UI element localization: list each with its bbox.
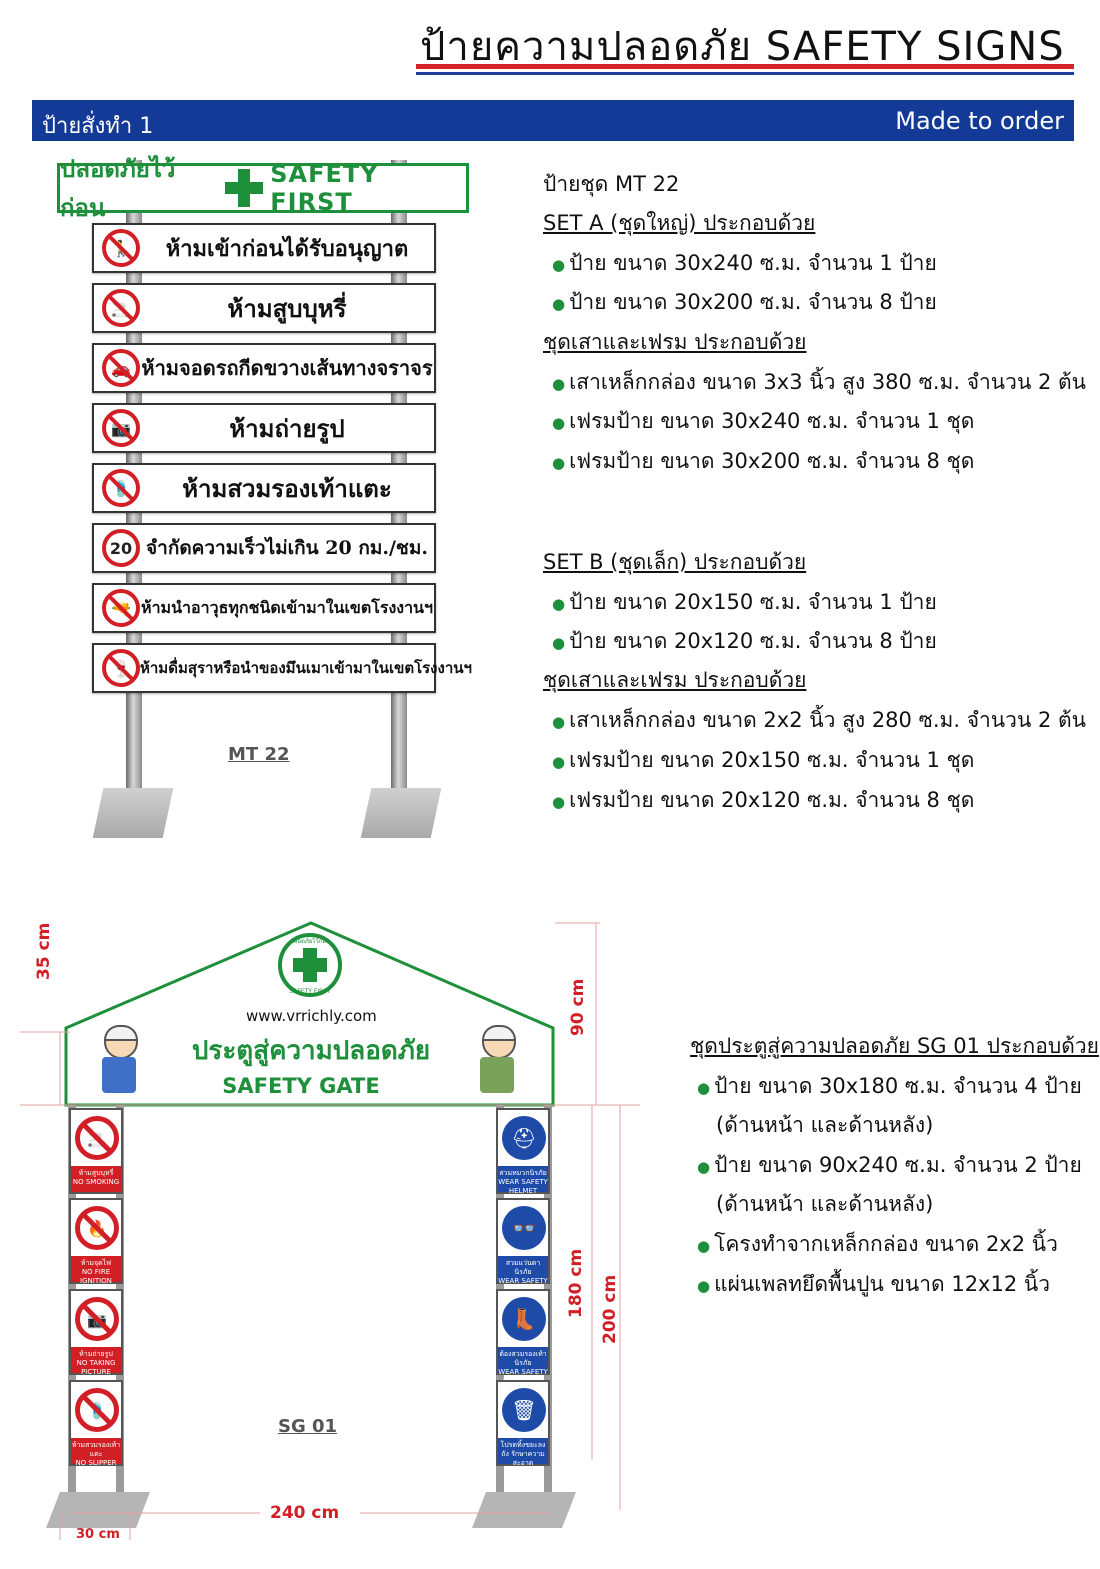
emblem-bottom-text: SAFETY FIRST [289,988,331,995]
dim-inner: 180 cm [566,1248,586,1318]
banner-left-label: ป้ายสั่งทำ 1 [42,114,154,139]
no-smoking-icon: 🚬 [75,1116,119,1160]
set-a-frame-item: ●เฟรมป้าย ขนาด 30x240 ซ.ม. จำนวน 1 ชุด [552,409,975,433]
mt22-sign-row: 📷 ห้ามถ่ายรูป [92,403,436,453]
no-alcohol-icon: 🍷 [102,649,140,687]
mt22-sign-row: 🚶 ห้ามเข้าก่อนได้รับอนุญาต [92,223,436,273]
mt22-sign-text: ห้ามสวมรองเท้าแตะ [182,473,392,503]
helmet-icon: ⛑ [502,1116,546,1160]
dim-side: 90 cm [568,978,588,1036]
safety-first-sign: ปลอดภัยไว้ก่อน SAFETY FIRST [57,154,469,222]
gate-sign-caption: ห้ามสูบบุหรี่NO SMOKING [71,1166,121,1192]
mt22-sign-text: ห้ามดื่มสุราหรือนำของมึนเมาเข้ามาในเขตโร… [140,659,472,677]
dim-total: 200 cm [600,1274,620,1344]
no-slipper-icon: 🩴 [75,1388,119,1432]
dim-width: 240 cm [270,1503,340,1523]
no-entry-person-icon: 🚶 [102,229,140,267]
set-b-frame-item: ●เฟรมป้าย ขนาด 20x150 ซ.ม. จำนวน 1 ชุด [552,748,975,772]
gate-column-sign: 📷 ห้ามถ่ายรูปNO TAKING PICTURE [69,1289,123,1376]
safety-first-english: SAFETY FIRST [270,160,379,216]
boot-icon: 👢 [502,1297,546,1341]
gate-title-thai: ประตูสู่ความปลอดภัย [191,1036,431,1066]
mt22-label: MT 22 [228,744,290,765]
section-banner: ป้ายสั่งทำ 1 Made to order [32,100,1074,141]
page-title: ป้ายความปลอดภัย SAFETY SIGNS [420,24,1065,70]
sg01-spec-heading: ชุดประตูสู่ความปลอดภัย SG 01 ประกอบด้วย [690,1034,1099,1058]
no-smoking-icon: 🚬 [102,289,140,327]
mt22-spec-title: ป้ายชุด MT 22 [543,172,680,196]
set-b-item: ●ป้าย ขนาด 20x150 ซ.ม. จำนวน 1 ป้าย [552,590,937,614]
dim-roof: 35 cm [34,922,54,980]
set-a-item: ●ป้าย ขนาด 30x240 ซ.ม. จำนวน 1 ป้าย [552,251,937,275]
mt22-sign-text: ห้ามถ่ายรูป [229,413,345,443]
no-camera-icon: 📷 [102,409,140,447]
sg01-spec-item-note: (ด้านหน้า และด้านหลัง) [716,1113,934,1137]
mt22-sign-row: 🚗ห้ามจอดรถกีดขวางเส้นทางจราจร [92,343,436,393]
set-b-frame-item: ●เฟรมป้าย ขนาด 20x120 ซ.ม. จำนวน 8 ชุด [552,788,975,812]
mt22-sign-text: ห้ามสูบบุหรี่ [227,293,347,323]
trash-bin-icon: 🗑 [502,1388,546,1432]
set-b-heading: SET B (ชุดเล็ก) ประกอบด้วย [543,550,807,574]
no-fire-icon: 🔥 [75,1206,119,1250]
set-a-frame-item: ●เฟรมป้าย ขนาด 30x200 ซ.ม. จำนวน 8 ชุด [552,449,975,473]
mt22-sign-row: 20 จำกัดความเร็วไม่เกิน 20 กม./ชม. [92,523,436,573]
mt22-sign-text: ห้ามนำอาวุธทุกชนิดเข้ามาในเขตโรงงานฯ [141,597,433,617]
sg01-spec-item: ●ป้าย ขนาด 90x240 ซ.ม. จำนวน 2 ป้าย [697,1153,1082,1177]
gate-column-sign: 🚬 ห้ามสูบบุหรี่NO SMOKING [69,1108,123,1194]
mt22-sign-text: จำกัดความเร็วไม่เกิน 20 กม./ชม. [146,537,428,559]
mascot-right [468,1025,524,1101]
banner-right-label: Made to order [895,107,1064,135]
right-base-plate [360,788,442,838]
sg01-label: SG 01 [278,1416,338,1437]
website-url: www.vrrichly.com [246,1007,377,1025]
set-a-heading: SET A (ชุดใหญ่) ประกอบด้วย [543,211,816,235]
set-a-frame-item: ●เสาเหล็กกล่อง ขนาด 3x3 นิ้ว สูง 380 ซ.ม… [552,370,1087,394]
mt22-sign-row: 🚬 ห้ามสูบบุหรี่ [92,283,436,333]
mt22-sign-row: 🍷ห้ามดื่มสุราหรือนำของมึนเมาเข้ามาในเขตโ… [92,643,472,693]
mt22-sign-row: 🩴 ห้ามสวมรองเท้าแตะ [92,463,436,513]
no-slipper-icon: 🩴 [102,469,140,507]
goggles-icon: 👓 [502,1206,546,1250]
title-underline-red [416,64,1074,69]
dim-base: 30 cm [76,1527,120,1542]
no-camera-icon: 📷 [75,1297,119,1341]
no-weapon-icon: 🔫 [102,589,140,627]
sg01-spec-item-note: (ด้านหน้า และด้านหลัง) [716,1192,934,1216]
mascot-left [90,1025,146,1101]
gate-title-english: SAFETY GATE [222,1074,380,1098]
speed-limit-icon: 20 [102,529,140,567]
set-b-frame-heading: ชุดเสาและเฟรม ประกอบด้วย [543,668,807,692]
set-a-item: ●ป้าย ขนาด 30x200 ซ.ม. จำนวน 8 ป้าย [552,290,937,314]
safety-first-thai: ปลอดภัยไว้ก่อน [60,154,176,222]
sg01-spec-item: ●แผ่นเพลทยึดพื้นปูน ขนาด 12x12 นิ้ว [697,1272,1051,1296]
mt22-sign-text: ห้ามเข้าก่อนได้รับอนุญาต [165,235,409,262]
sg01-spec-item: ●ป้าย ขนาด 30x180 ซ.ม. จำนวน 4 ป้าย [697,1074,1082,1098]
no-parking-car-icon: 🚗 [102,349,140,387]
set-a-frame-heading: ชุดเสาและเฟรม ประกอบด้วย [543,330,807,354]
emblem-top-text: ปลอดภัยไว้ก่อน [289,938,331,945]
mt22-sign-row: 🔫ห้ามนำอาวุธทุกชนิดเข้ามาในเขตโรงงานฯ [92,583,436,633]
set-b-frame-item: ●เสาเหล็กกล่อง ขนาด 2x2 นิ้ว สูง 280 ซ.ม… [552,708,1087,732]
sg01-spec-item: ●โครงทำจากเหล็กกล่อง ขนาด 2x2 นิ้ว [697,1232,1058,1256]
title-underline-blue [416,72,1074,75]
left-base-plate [92,788,174,838]
green-cross-icon [225,169,264,207]
mt22-sign-text: ห้ามจอดรถกีดขวางเส้นทางจราจร [141,356,433,380]
set-b-item: ●ป้าย ขนาด 20x120 ซ.ม. จำนวน 8 ป้าย [552,629,937,653]
